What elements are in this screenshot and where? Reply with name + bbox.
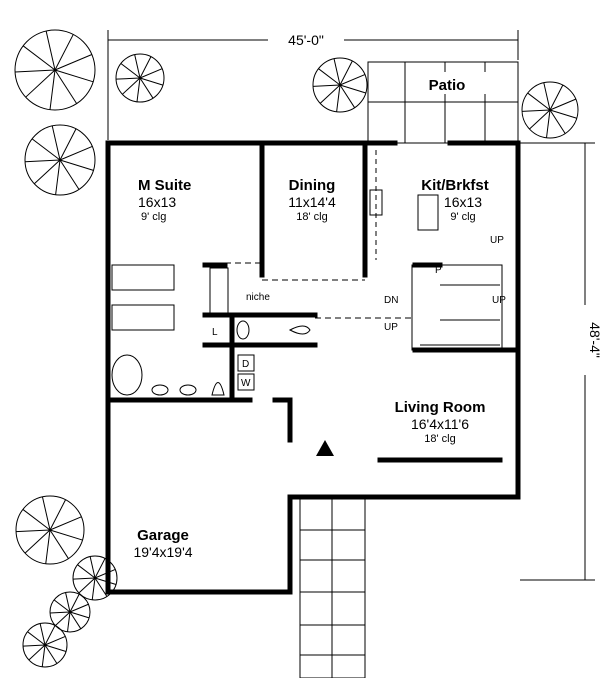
room-name: Patio [429,77,466,94]
stair-up-label: UP [490,235,504,246]
patio-slab [367,61,519,144]
room-ceiling: 18' clg [296,211,327,223]
niche-label: niche [246,292,270,303]
room-garage: Garage 19'4x19'4 [133,527,192,560]
room-patio: Patio [429,77,466,94]
room-name: Dining [289,177,336,194]
room-kitchen: Kit/Brkfst 16x13 9' clg [421,177,489,223]
tree-icon [14,29,96,111]
stair-up-label: UP [384,322,398,333]
tree-icon [312,57,368,113]
room-size: 11x14'4 [288,194,336,210]
trees [14,29,579,668]
room-ceiling: 9' clg [141,211,166,223]
tree-icon [49,591,91,633]
tree-icon [24,124,96,196]
dryer-label: D [242,359,249,370]
fixtures [111,150,503,396]
room-size: 16x13 [138,194,176,210]
room-living: Living Room 16'4x11'6 18' clg [395,399,486,445]
tree-icon [521,81,579,139]
entry-marker-icon [316,440,334,456]
room-dining: Dining 11x14'4 18' clg [288,177,336,223]
room-name: Garage [137,527,189,544]
room-size: 16'4x11'6 [411,416,469,432]
stair-up-label: UP [492,295,506,306]
room-m-suite: M Suite 16x13 9' clg [138,177,191,223]
tree-icon [115,53,165,103]
stair-down-label: DN [384,295,398,306]
entry-walk [299,496,366,678]
pantry-label: P [435,265,442,276]
room-ceiling: 18' clg [424,433,455,445]
room-name: Living Room [395,399,486,416]
room-name: Kit/Brkfst [421,177,489,194]
tree-icon [22,622,68,668]
washer-label: W [241,378,251,389]
tree-icon [15,495,85,565]
room-name: M Suite [138,177,191,194]
laundry-label: L [212,327,218,338]
depth-dimension: 48'-4" [587,322,600,358]
room-ceiling: 9' clg [450,211,475,223]
width-dimension: 45'-0" [288,32,324,48]
room-size: 16x13 [444,194,482,210]
room-size: 19'4x19'4 [133,544,192,560]
